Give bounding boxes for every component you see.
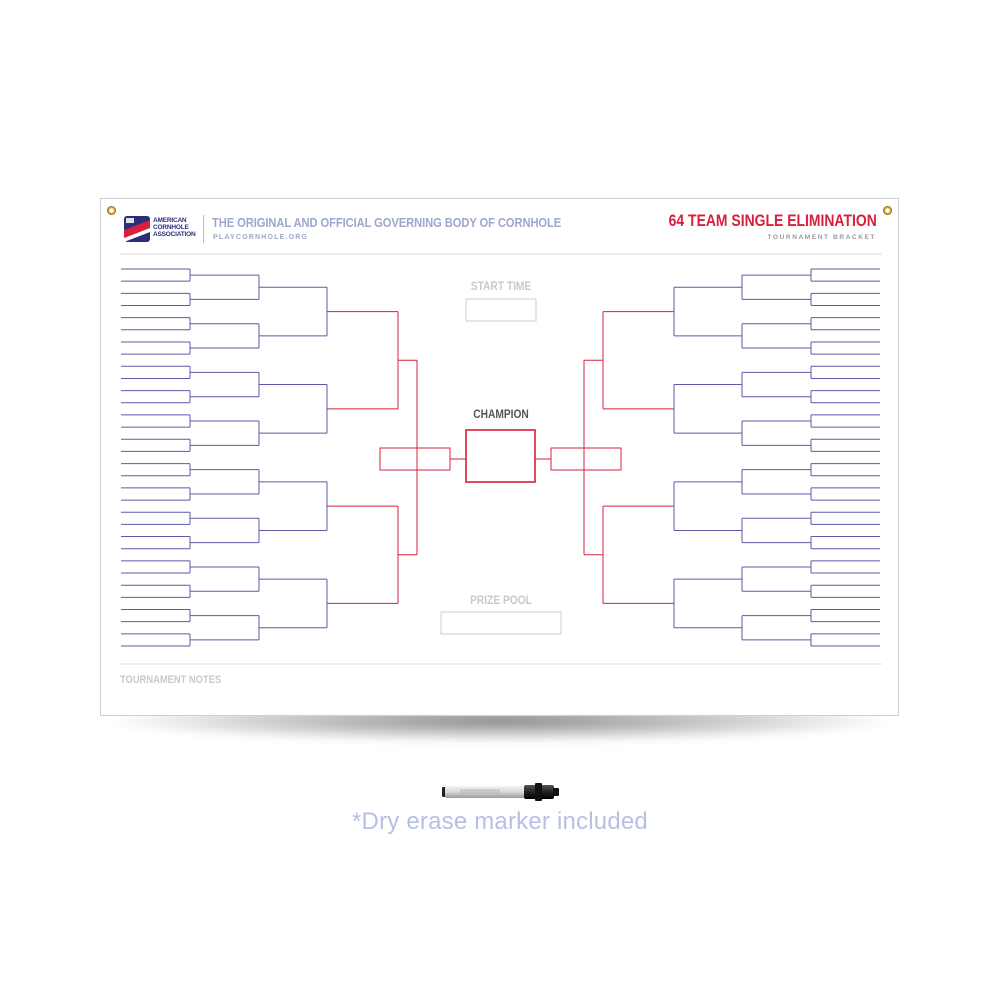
start-time-label: START TIME [470,279,532,293]
semifinal-box-right [550,447,622,471]
tagline: THE ORIGINAL AND OFFICIAL GOVERNING BODY… [212,215,562,230]
aca-logo-icon [124,216,150,242]
semifinal-box-left [379,447,451,471]
bracket-title: 64 TEAM SINGLE ELIMINATION [668,211,877,230]
prize-pool-label: PRIZE POOL [470,593,532,607]
banner-header: AMERICAN CORNHOLE ASSOCIATION THE ORIGIN… [101,199,898,259]
logo-wordmark: AMERICAN CORNHOLE ASSOCIATION [153,217,196,238]
header-divider [203,215,204,243]
tournament-notes-label: TOURNAMENT NOTES [120,674,222,686]
dry-erase-marker-icon [442,783,559,801]
bracket-banner: AMERICAN CORNHOLE ASSOCIATION THE ORIGIN… [100,198,899,716]
website-link: PLAYCORNHOLE.ORG [213,234,309,241]
prize-pool-box [440,611,562,635]
marker-included-note: *Dry erase marker included [352,808,648,835]
bracket-subtitle: TOURNAMENT BRACKET [767,234,876,241]
champion-label: CHAMPION [473,407,529,421]
start-time-box [465,298,537,322]
champion-box [465,429,536,483]
grommet-icon [107,206,116,215]
bracket-lines [120,253,882,665]
grommet-icon [883,206,892,215]
